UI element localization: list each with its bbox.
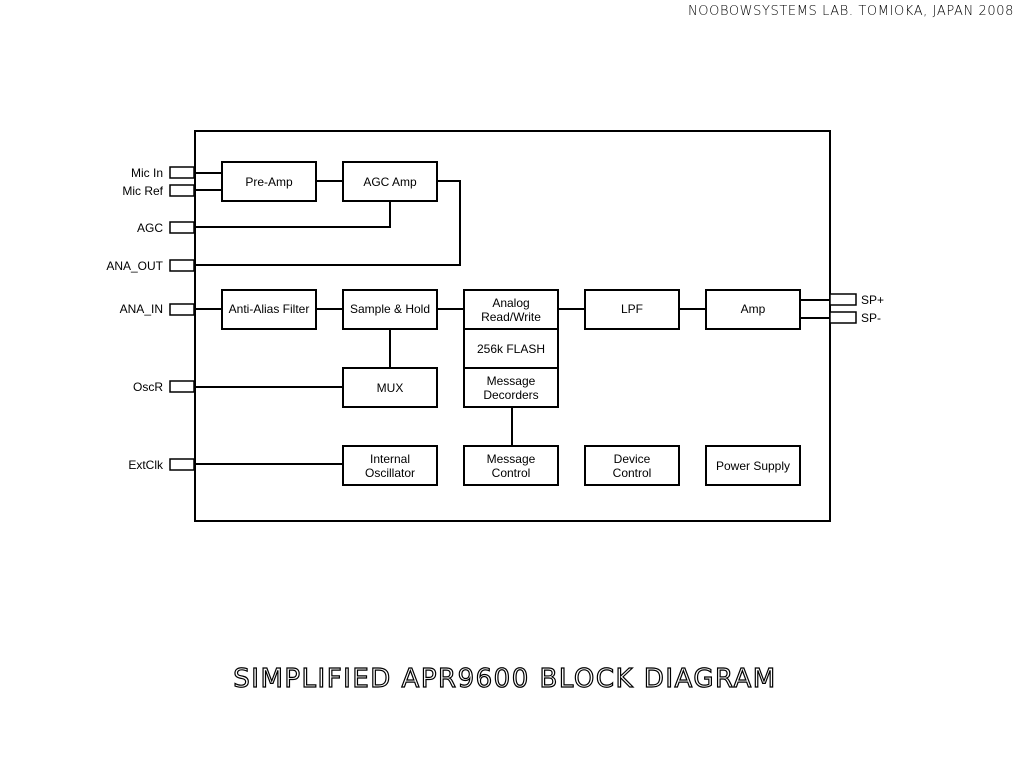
pin-label: Mic In <box>131 166 163 180</box>
pin-mic-in: Mic In <box>131 166 195 180</box>
diagram-title: SIMPLIFIED APR9600 BLOCK DIAGRAM <box>233 663 777 694</box>
block-label-line: Message <box>487 374 536 388</box>
block-label-line: Sample & Hold <box>350 302 430 316</box>
block-label: Sample & Hold <box>350 302 430 316</box>
block-256k-flash: 256k FLASH <box>463 328 559 369</box>
block-label-line: Read/Write <box>481 310 541 324</box>
block-label: LPF <box>621 302 643 316</box>
block-label-line: Internal <box>370 452 410 466</box>
block-label-line: Anti-Alias Filter <box>229 302 310 316</box>
block-label: Power Supply <box>716 459 790 473</box>
block-label-line: Decorders <box>483 388 538 402</box>
pin-label: Mic Ref <box>122 184 163 198</box>
block-power-supply: Power Supply <box>705 445 801 486</box>
pin-ana-out: ANA_OUT <box>106 259 195 273</box>
block-label: Amp <box>741 302 766 316</box>
block-sample-hold: Sample & Hold <box>342 289 438 330</box>
wiring <box>194 172 830 465</box>
block-mux: MUX <box>342 367 438 408</box>
pin-ana-in: ANA_IN <box>120 302 195 316</box>
pin-label: OscR <box>133 380 163 394</box>
pin-label: AGC <box>137 221 163 235</box>
block-agc-amp: AGC Amp <box>342 161 438 202</box>
block-label-line: Oscillator <box>365 466 415 480</box>
block-label: Pre-Amp <box>245 175 293 189</box>
pin-label: ANA_OUT <box>106 259 163 273</box>
pin-mic-ref: Mic Ref <box>122 184 195 198</box>
block-label-line: Amp <box>741 302 766 316</box>
block-label-line: Power Supply <box>716 459 790 473</box>
block-pre-amp: Pre-Amp <box>221 161 317 202</box>
pin-sp-minus: SP- <box>829 311 881 325</box>
pin-sp-plus: SP+ <box>829 293 884 307</box>
pin-label: SP- <box>861 311 881 325</box>
block-label-line: Message <box>487 452 536 466</box>
block-label-line: Pre-Amp <box>245 175 293 189</box>
block-label: MUX <box>377 381 404 395</box>
block-label-line: Control <box>492 466 531 480</box>
pin-extclk: ExtClk <box>128 458 195 472</box>
block-label-line: Analog <box>492 296 529 310</box>
pin-label: SP+ <box>861 293 884 307</box>
pin-oscr: OscR <box>133 380 195 394</box>
block-label-line: AGC Amp <box>363 175 417 189</box>
credit-text: NOOBOWSYSTEMS LAB. TOMIOKA, JAPAN 2008 <box>687 4 1014 19</box>
block-lpf: LPF <box>584 289 680 330</box>
block-label: Anti-Alias Filter <box>229 302 310 316</box>
pin-label: ExtClk <box>128 458 164 472</box>
pin-label: ANA_IN <box>120 302 163 316</box>
block-amp: Amp <box>705 289 801 330</box>
pin-agc: AGC <box>137 221 195 235</box>
block-anti-alias-filter: Anti-Alias Filter <box>221 289 317 330</box>
block-label: 256k FLASH <box>477 342 545 356</box>
block-label-line: Device <box>614 452 651 466</box>
block-label-line: 256k FLASH <box>477 342 545 356</box>
block-label-line: Control <box>613 466 652 480</box>
block-label: AGC Amp <box>363 175 417 189</box>
block-label-line: MUX <box>377 381 404 395</box>
block-label-line: LPF <box>621 302 643 316</box>
chip-outline <box>194 130 831 522</box>
